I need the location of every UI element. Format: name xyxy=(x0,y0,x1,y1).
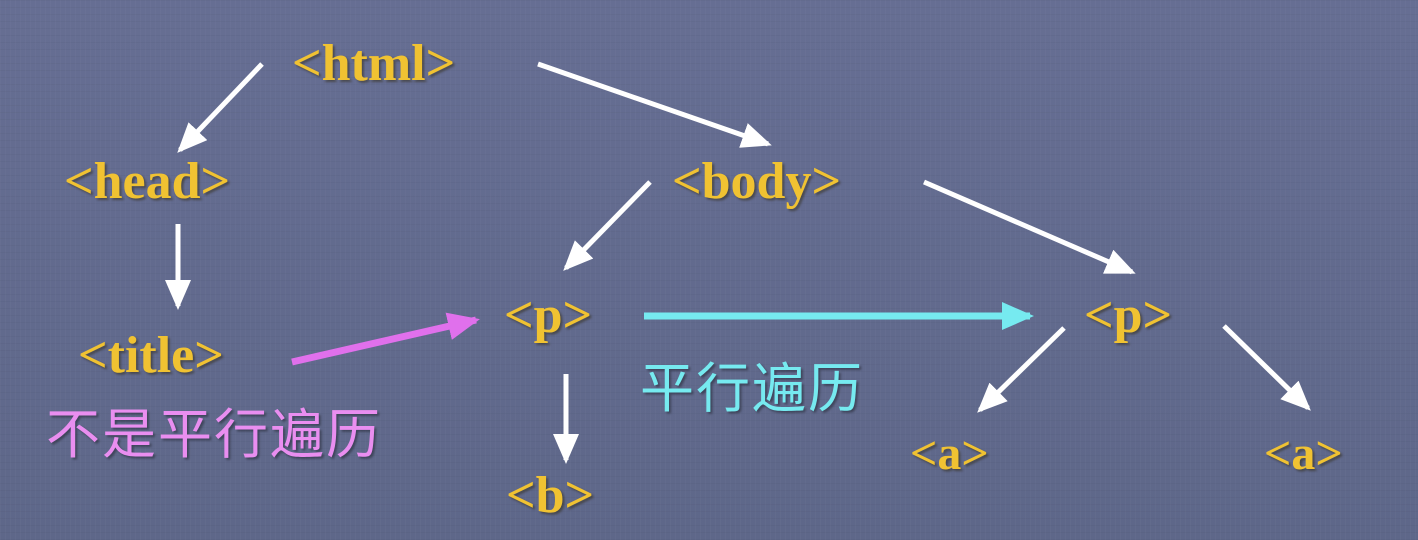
sibling-traversal-label: 平行遍历 xyxy=(640,357,864,420)
not-sibling-arrow xyxy=(291,312,480,366)
node-p-right: <p> xyxy=(1084,287,1173,344)
arrow-p-right-to-a-left xyxy=(977,326,1066,413)
arrow-body-to-p-left xyxy=(563,180,652,271)
node-a-right: <a> xyxy=(1264,427,1343,480)
node-body: <body> xyxy=(672,153,842,210)
node-html: <html> xyxy=(292,35,456,92)
node-p-left: <p> xyxy=(504,287,593,344)
arrow-body-to-p-right xyxy=(923,179,1136,275)
arrow-p-right-to-a-right xyxy=(1222,324,1311,411)
node-title: <title> xyxy=(78,327,224,384)
arrow-html-to-body xyxy=(537,61,772,148)
node-head: <head> xyxy=(64,153,231,210)
arrow-html-to-head xyxy=(177,62,264,153)
node-a-left: <a> xyxy=(910,427,989,480)
not-sibling-traversal-label: 不是平行遍历 xyxy=(46,403,382,466)
node-b: <b> xyxy=(506,467,595,524)
